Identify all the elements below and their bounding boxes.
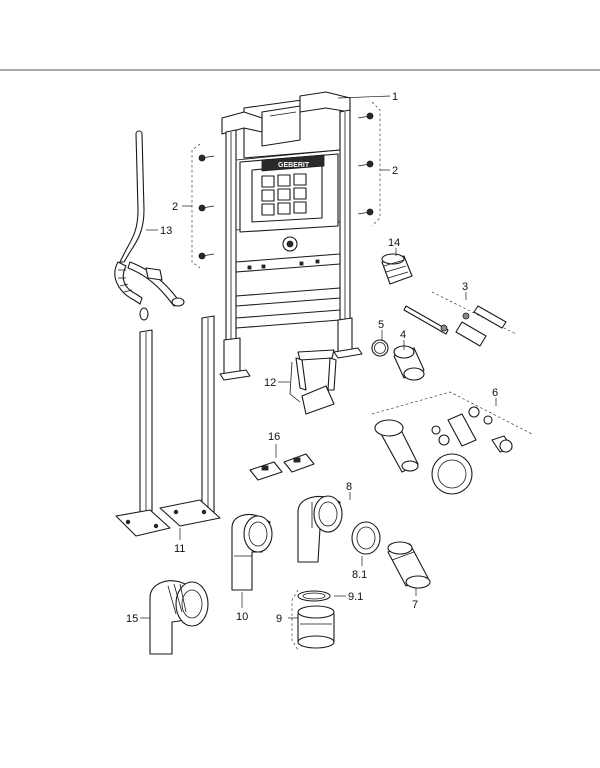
fixing-screws-left <box>191 143 215 269</box>
callout-9-1: 9.1 <box>348 591 363 603</box>
pan-connector-sleeve <box>387 541 431 589</box>
leader-lines <box>140 95 497 619</box>
callout-7: 7 <box>412 599 418 611</box>
callout-4: 4 <box>400 329 406 341</box>
callout-13: 13 <box>160 225 172 237</box>
callout-6: 6 <box>492 387 498 399</box>
installation-frame: GEBERIT <box>219 91 363 381</box>
brand-logo: GEBERIT <box>278 162 310 169</box>
callout-15: 15 <box>126 613 138 625</box>
fixing-rods <box>403 291 517 347</box>
callout-5: 5 <box>378 319 384 331</box>
callout-2-left: 2 <box>172 201 178 213</box>
callout-10: 10 <box>236 611 248 623</box>
callout-8: 8 <box>346 481 352 493</box>
callout-14: 14 <box>388 237 400 249</box>
connection-set <box>371 391 533 495</box>
seal-8-1 <box>351 521 381 555</box>
pan-connector-bend <box>297 495 343 563</box>
holder-bracket <box>289 349 337 415</box>
callout-16: 16 <box>268 431 280 443</box>
callout-11: 11 <box>174 543 185 555</box>
callout-8-1: 8.1 <box>352 569 367 581</box>
reducer-9 <box>291 589 335 651</box>
bend-with-ring <box>231 513 273 591</box>
fixing-clips <box>249 453 315 481</box>
callout-labels: 1 2 2 3 4 5 6 7 8 8.1 9 9.1 10 11 12 13 … <box>126 91 498 625</box>
support-legs <box>115 315 221 537</box>
seal-9-1 <box>297 590 331 602</box>
callout-2-right: 2 <box>392 165 398 177</box>
callout-12: 12 <box>264 377 276 389</box>
flush-hose <box>114 130 185 321</box>
callout-9: 9 <box>276 613 282 625</box>
callout-1: 1 <box>392 91 398 103</box>
protective-cap <box>381 253 413 285</box>
extension-bend <box>149 580 209 655</box>
fixing-screws-right <box>357 101 381 227</box>
connector-sleeve <box>393 345 425 381</box>
callout-3: 3 <box>462 281 468 293</box>
